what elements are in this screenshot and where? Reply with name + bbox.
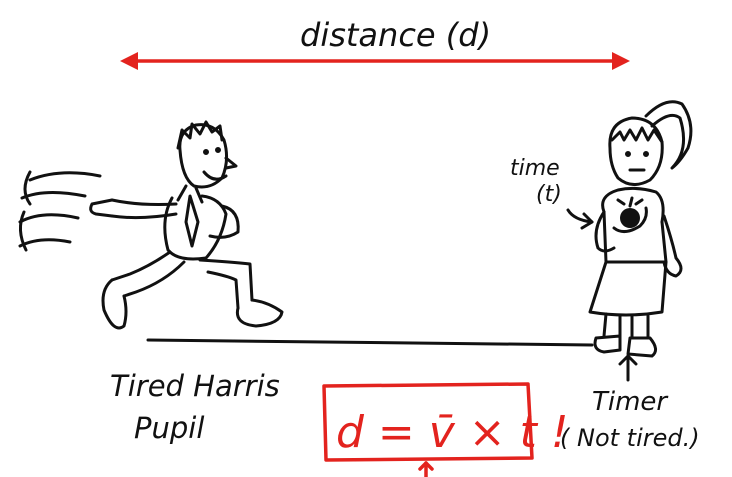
ground-line <box>146 338 594 347</box>
time-label: time <box>510 156 560 181</box>
formula-text: d = v̄ × t ! <box>336 407 569 458</box>
runner-figure <box>18 120 284 330</box>
timer-label-line2: ( Not tired.) <box>560 424 700 452</box>
runner-label-line1: Tired Harris <box>110 369 280 403</box>
formula-box <box>322 382 534 462</box>
timer-pointer-arrow <box>618 354 638 382</box>
distance-label: distance (d) <box>300 16 491 54</box>
time-symbol-label: (t) <box>536 182 562 207</box>
timer-figure <box>588 100 693 358</box>
runner-label-line2: Pupil <box>134 411 204 445</box>
time-pointer-arrow <box>566 208 594 230</box>
distance-arrow <box>120 52 630 70</box>
stopwatch-icon <box>612 196 648 233</box>
formula-pointer-arrow <box>418 461 434 477</box>
timer-label-line1: Timer <box>592 387 669 417</box>
